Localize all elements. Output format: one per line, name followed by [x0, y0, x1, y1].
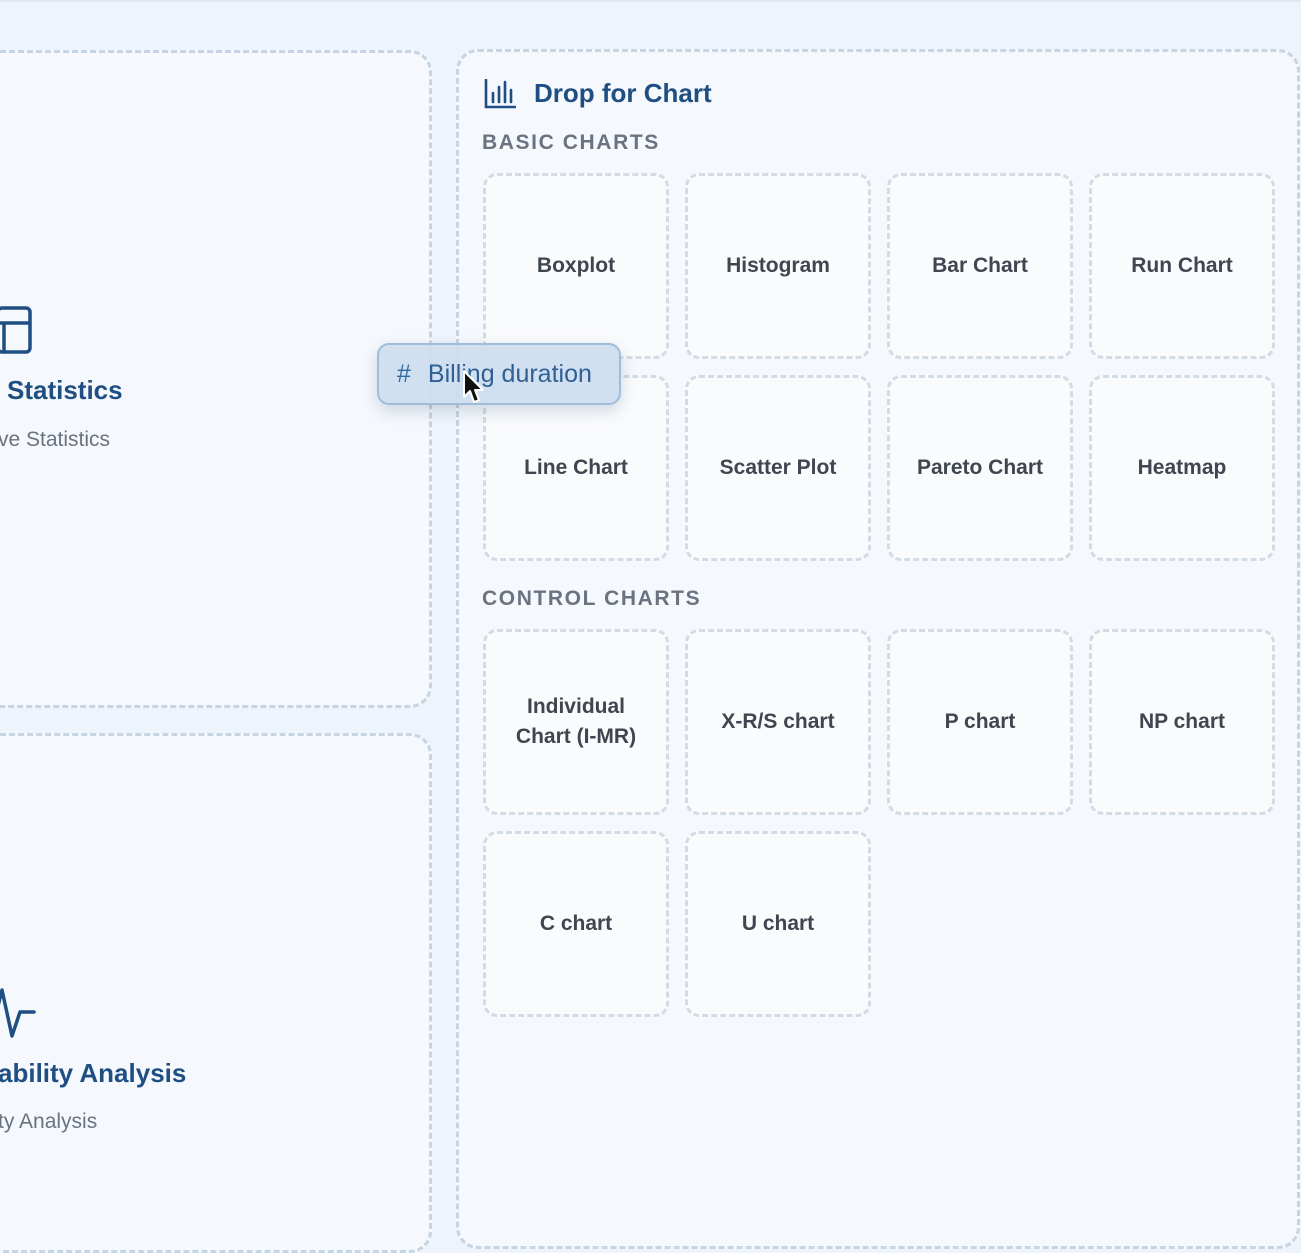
chart-option-label: Line Chart [524, 456, 628, 479]
chart-option-xrs-chart[interactable]: X-R/S chart [685, 629, 871, 815]
chart-option-label: Boxplot [536, 254, 616, 277]
chart-option-u-chart[interactable]: U chart [685, 831, 871, 1017]
chart-option-heatmap[interactable]: Heatmap [1089, 375, 1275, 561]
chart-option-label: Run Chart [1131, 254, 1233, 277]
chart-option-label: NP chart [1139, 710, 1225, 733]
chart-option-label: P chart [944, 710, 1016, 733]
chart-option-label: Individual Chart (I-MR) [515, 695, 637, 748]
basic-charts-heading: BASIC CHARTS [482, 131, 660, 154]
chart-option-line-chart[interactable]: Line Chart [483, 375, 669, 561]
chart-option-boxplot[interactable]: Boxplot [483, 173, 669, 359]
chart-option-label: Heatmap [1137, 456, 1227, 479]
top-divider [0, 0, 1301, 2]
table-icon [0, 306, 32, 354]
chart-option-np-chart[interactable]: NP chart [1089, 629, 1275, 815]
chart-option-label: Pareto Chart [916, 456, 1044, 479]
numeric-field-icon: # [397, 359, 411, 388]
capability-title: ability Analysis [0, 1058, 187, 1088]
statistics-subtitle: ve Statistics [0, 428, 111, 451]
chart-panel-header: Drop for Chart [484, 78, 712, 109]
chart-option-p-chart[interactable]: P chart [887, 629, 1073, 815]
chart-option-label: X-R/S chart [721, 710, 835, 733]
chart-option-pareto-chart[interactable]: Pareto Chart [887, 375, 1073, 561]
chart-option-label: U chart [741, 912, 815, 935]
bar-chart-icon [484, 78, 516, 108]
chart-option-bar-chart[interactable]: Bar Chart [887, 173, 1073, 359]
chart-option-label: C chart [539, 912, 613, 935]
statistics-drop-zone[interactable] [0, 50, 432, 708]
chart-option-c-chart[interactable]: C chart [483, 831, 669, 1017]
chart-option-histogram[interactable]: Histogram [685, 173, 871, 359]
chart-option-label: Bar Chart [932, 254, 1028, 277]
chart-option-label: Histogram [726, 254, 830, 277]
chart-option-label: Scatter Plot [719, 456, 837, 479]
chart-option-scatter-plot[interactable]: Scatter Plot [685, 375, 871, 561]
chart-option-run-chart[interactable]: Run Chart [1089, 173, 1275, 359]
control-charts-heading: CONTROL CHARTS [482, 587, 702, 610]
mouse-cursor-icon [463, 370, 484, 403]
pulse-icon [0, 988, 36, 1038]
dragged-field-label: Billing duration [427, 359, 592, 388]
statistics-title: Statistics [7, 375, 123, 405]
capability-subtitle: ty Analysis [0, 1110, 98, 1133]
chart-panel-title: Drop for Chart [534, 78, 712, 108]
chart-option-individual-chart[interactable]: Individual Chart (I-MR) [483, 629, 669, 815]
dragged-field-chip[interactable]: # Billing duration [377, 343, 621, 405]
capability-drop-zone[interactable] [0, 733, 432, 1253]
